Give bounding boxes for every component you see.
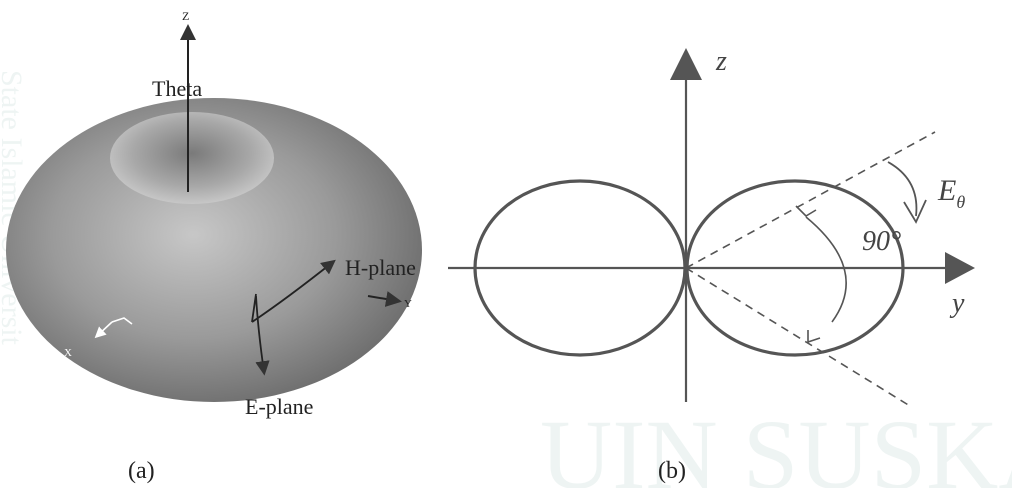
left-lobe	[473, 179, 687, 357]
x-axis-label: X	[64, 347, 72, 359]
torus-body	[6, 98, 422, 402]
e-theta-arrowhead	[903, 199, 927, 224]
caption-b: (b)	[658, 458, 686, 484]
watermark-bottom-text: UIN SUSKA RIAU	[540, 399, 1012, 488]
e-theta-arrow	[887, 161, 918, 217]
angle-arrow-top	[795, 205, 817, 218]
h-plane-label: H-plane	[345, 255, 416, 280]
upper-dashed-line	[685, 131, 936, 269]
z-axis-label-b: z	[715, 46, 727, 77]
y-axis-arrowhead	[945, 252, 975, 284]
e-plane-arrow	[255, 295, 270, 376]
y-axis-label: Y	[404, 298, 412, 310]
torus-hole	[110, 112, 274, 204]
panel-b: y z 90° Eθ (b)	[448, 46, 975, 484]
y-axis-label-b: y	[949, 288, 965, 319]
lower-dashed-line	[685, 267, 911, 407]
angle-arc	[805, 216, 847, 323]
y-axis-line	[367, 291, 402, 307]
e-theta-label: Eθ	[937, 174, 965, 212]
x-axis-line	[94, 321, 113, 339]
panel-a: Z Theta H-plane E-plane Y X (a)	[6, 9, 422, 484]
e-plane-label: E-plane	[245, 394, 313, 419]
angle-label: 90°	[862, 226, 901, 257]
watermark: State Islamic Universit UIN SUSKA RIAU	[0, 70, 1012, 488]
z-axis-arrowhead	[670, 48, 702, 80]
theta-label: Theta	[152, 76, 202, 101]
caption-a: (a)	[128, 458, 155, 484]
z-axis-label: Z	[182, 9, 189, 23]
x-axis-branch	[111, 317, 133, 325]
angle-arrow-bottom	[807, 330, 821, 344]
